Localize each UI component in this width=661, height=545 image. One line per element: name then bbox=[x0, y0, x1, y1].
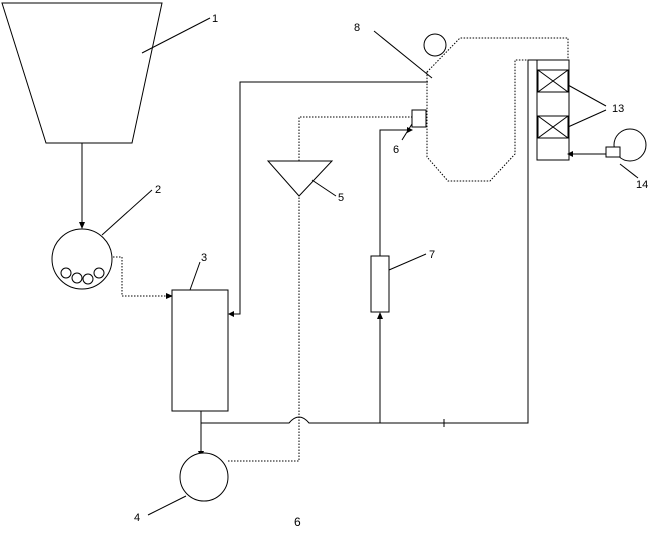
absorber-leader bbox=[567, 109, 607, 128]
reaction-tower bbox=[426, 37, 569, 182]
tower-to-tank-arrow bbox=[228, 311, 234, 317]
blower-to-absorber-line bbox=[571, 151, 607, 155]
pump-leader bbox=[147, 495, 187, 516]
label-14: 14 bbox=[636, 179, 648, 191]
injector bbox=[411, 109, 427, 128]
cyclone-leader bbox=[311, 179, 337, 197]
label-8: 8 bbox=[354, 22, 360, 34]
tank-leader bbox=[189, 261, 201, 291]
label-4: 4 bbox=[134, 512, 140, 524]
cyclone bbox=[266, 160, 334, 197]
blower-leader bbox=[619, 163, 639, 179]
mill-ball bbox=[71, 272, 83, 284]
label-7: 7 bbox=[429, 249, 435, 261]
mill-leader bbox=[101, 189, 153, 236]
label-2: 2 bbox=[155, 184, 161, 196]
figure-caption: 6 bbox=[294, 515, 301, 529]
slurry-tank bbox=[171, 289, 229, 412]
label-6: 6 bbox=[393, 144, 399, 156]
absorber-leader bbox=[567, 84, 607, 107]
tower-leader bbox=[373, 30, 433, 79]
header-to-additive-arrow bbox=[377, 312, 383, 319]
label-1: 1 bbox=[212, 13, 218, 25]
packing-upper-cross bbox=[537, 69, 569, 93]
mill-ball bbox=[82, 273, 94, 285]
slurry-pump bbox=[179, 452, 229, 502]
label-13: 13 bbox=[612, 103, 624, 115]
tower-to-tank-return-line bbox=[232, 81, 428, 315]
blower-to-absorber-arrow bbox=[567, 151, 573, 157]
hopper-leader bbox=[141, 17, 211, 54]
pump-to-cyclone-line bbox=[228, 197, 300, 462]
mill-ball bbox=[93, 267, 105, 279]
additive-to-injector-line bbox=[379, 129, 409, 256]
hopper-to-mill-arrow bbox=[79, 222, 85, 229]
bottom-header-line bbox=[201, 59, 537, 424]
blower bbox=[613, 128, 647, 162]
mill-ball bbox=[60, 267, 72, 279]
label-5: 5 bbox=[338, 192, 344, 204]
hopper bbox=[1, 2, 163, 144]
mill-to-tank-line bbox=[113, 256, 168, 297]
blower-outlet bbox=[605, 146, 621, 158]
tower-top-vessel bbox=[423, 33, 447, 57]
additive-to-injector-arrow bbox=[407, 127, 413, 133]
additive-leader bbox=[388, 253, 427, 271]
mill-to-tank-arrow bbox=[166, 293, 173, 299]
label-3: 3 bbox=[201, 252, 207, 264]
packing-lower-cross bbox=[537, 115, 569, 139]
additive-unit bbox=[370, 255, 390, 313]
